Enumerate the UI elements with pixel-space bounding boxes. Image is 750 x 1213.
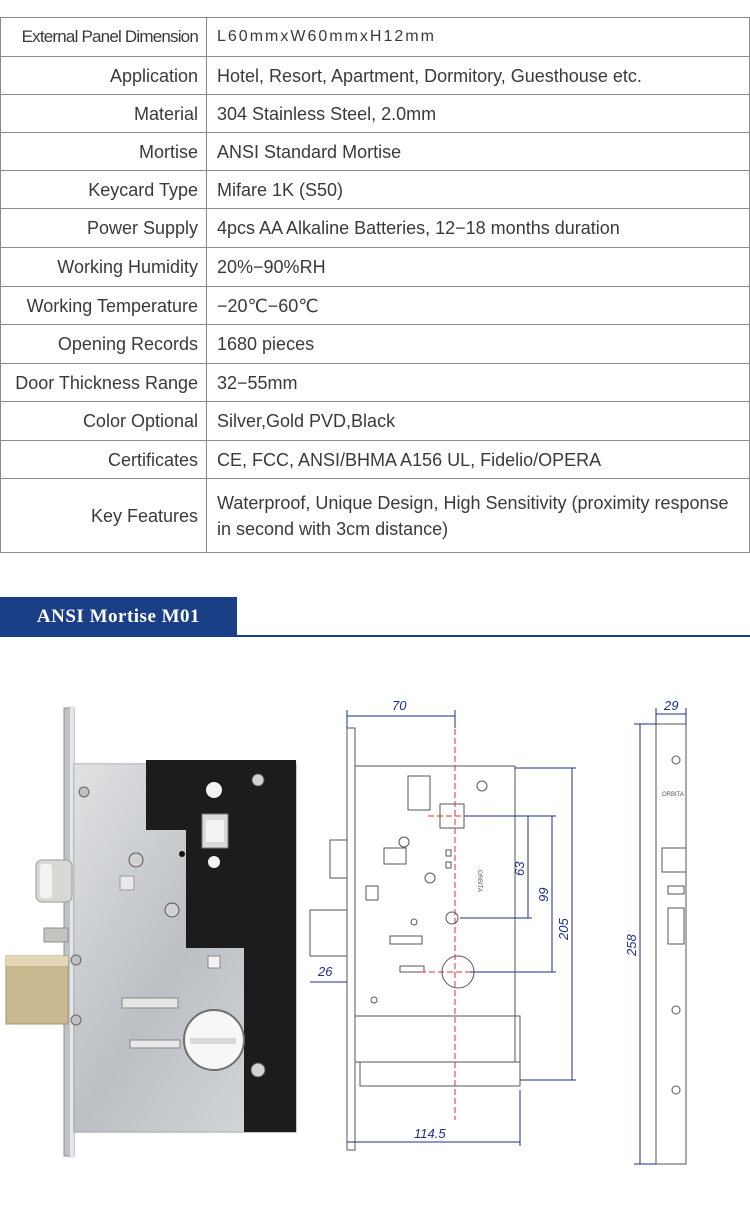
section-header: ANSI Mortise M01 <box>0 597 750 637</box>
spec-label: Working Humidity <box>0 247 207 287</box>
spec-value: 4pcs AA Alkaline Batteries, 12−18 months… <box>206 208 750 248</box>
spec-label: Color Optional <box>0 401 207 441</box>
spec-value: 20%−90%RH <box>206 247 750 287</box>
spec-label: Mortise <box>0 132 207 171</box>
spec-label: Key Features <box>0 478 207 553</box>
mortise-illustration: ORBITA ORBITA 70 63 99 205 26 114.5 29 2… <box>5 698 687 1165</box>
dim-label-70: 70 <box>392 698 407 713</box>
spec-value: Mifare 1K (S50) <box>206 170 750 209</box>
dim-label-99: 99 <box>536 888 551 902</box>
brand-mark-front: ORBITA <box>476 870 482 892</box>
dim-label-29: 29 <box>663 698 678 713</box>
spec-label: Application <box>0 56 207 95</box>
spec-value: −20℃−60℃ <box>206 286 750 325</box>
dim-label-63: 63 <box>512 861 527 876</box>
spec-value: Hotel, Resort, Apartment, Dormitory, Gue… <box>206 56 750 95</box>
spec-value: 32−55mm <box>206 363 750 402</box>
spec-row: Working Temperature−20℃−60℃ <box>0 286 750 325</box>
spec-label: Certificates <box>0 440 207 479</box>
spec-label: External Panel Dimension <box>0 17 207 57</box>
spec-value: Silver,Gold PVD,Black <box>206 401 750 441</box>
spec-value: 304 Stainless Steel, 2.0mm <box>206 94 750 133</box>
spec-label: Door Thickness Range <box>0 363 207 402</box>
spec-label: Power Supply <box>0 208 207 248</box>
spec-label: Keycard Type <box>0 170 207 209</box>
dim-label-114-5: 114.5 <box>414 1126 446 1141</box>
dim-label-205: 205 <box>556 918 571 941</box>
spec-label: Working Temperature <box>0 286 207 325</box>
spec-value: CE, FCC, ANSI/BHMA A156 UL, Fidelio/OPER… <box>206 440 750 479</box>
front-drawing <box>309 710 576 1151</box>
spec-value: L60mmxW60mmxH12mm <box>206 17 750 57</box>
mortise-photo <box>5 706 297 1158</box>
brand-mark-side: ORBITA <box>662 792 684 798</box>
spec-label: Opening Records <box>0 324 207 364</box>
spec-value: 1680 pieces <box>206 324 750 364</box>
side-drawing <box>634 708 687 1165</box>
spec-value: ANSI Standard Mortise <box>206 132 750 171</box>
section-title: ANSI Mortise M01 <box>0 597 237 637</box>
spec-value: Waterproof, Unique Design, High Sensitiv… <box>206 478 750 553</box>
dim-label-258: 258 <box>624 934 639 957</box>
spec-label: Material <box>0 94 207 133</box>
section-underline <box>237 635 750 637</box>
dim-label-26: 26 <box>317 964 333 979</box>
mortise-figure: ORBITA ORBITA 70 63 99 205 26 114.5 29 2… <box>0 680 750 1180</box>
